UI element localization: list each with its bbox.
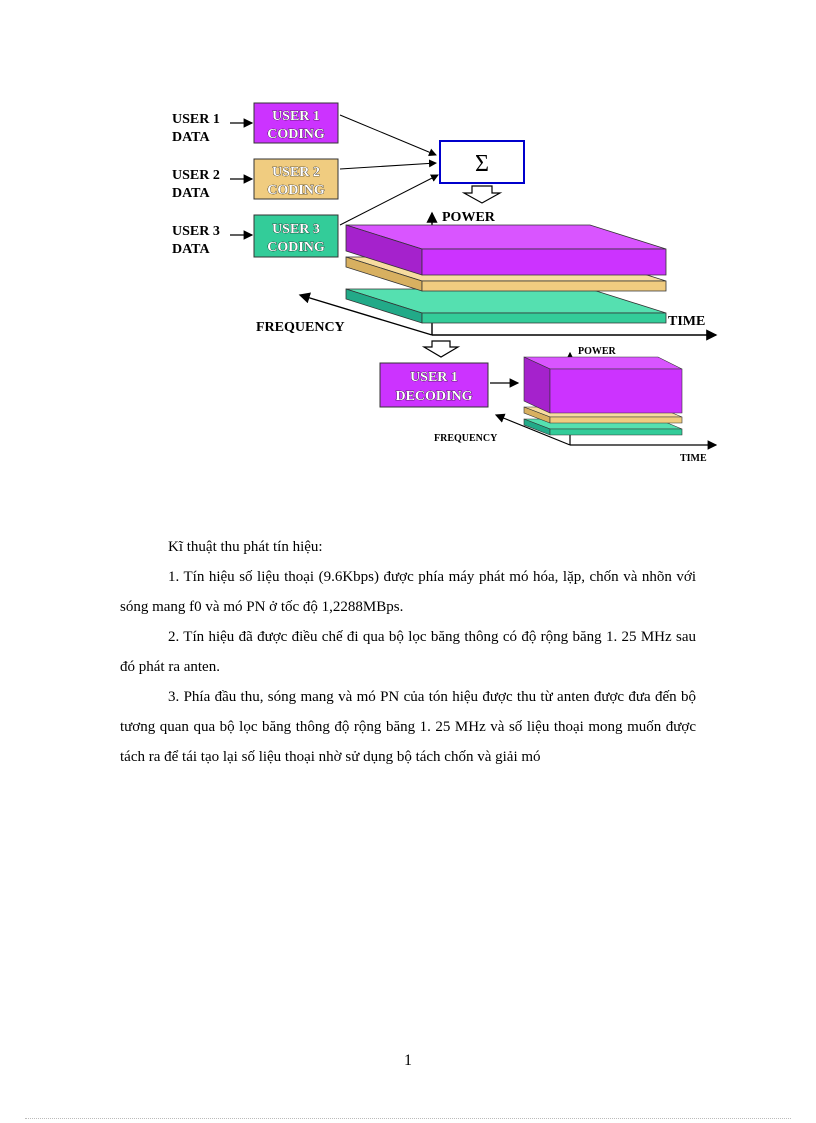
small-slab-user2-front [550,417,682,423]
power-label: POWER [442,210,496,225]
user3-coding-line2: CODING [267,240,325,255]
body-text: Kĩ thuật thu phát tín hiệu: 1. Tín hiệu … [120,532,696,772]
small-slab-user1-front [550,369,682,413]
user3-data-label-line2: DATA [172,242,210,257]
decoding-line2: DECODING [395,389,472,404]
small-power-label: POWER [578,346,617,357]
cdma-diagram-svg: USER 1 DATA USER 2 DATA USER 3 DATA USER… [160,95,730,470]
paragraph-3: 3. Phía đầu thu, sóng mang và mó PN của … [120,682,696,772]
user2-coding-line2: CODING [267,183,325,198]
time-label: TIME [668,314,705,329]
user3-data-label-line1: USER 3 [172,224,220,239]
paragraph-1: 1. Tín hiệu số liệu thoại (9.6Kbps) được… [120,562,696,622]
footer-divider [25,1118,791,1119]
small-slab-user3-front [550,429,682,435]
frequency-label: FREQUENCY [256,320,345,335]
user3-coding-line1: USER 3 [272,222,320,237]
small-time-label: TIME [680,453,707,464]
user2-data-label-line1: USER 2 [172,168,220,183]
slab-user2-front [422,281,666,291]
sum-symbol: Σ [475,151,489,177]
arrow-coding3-to-sum [340,175,438,225]
cdma-diagram: USER 1 DATA USER 2 DATA USER 3 DATA USER… [160,95,730,470]
small-slab-user1-top [524,357,682,369]
user1-data-label-line1: USER 1 [172,112,220,127]
user1-coding-line1: USER 1 [272,109,320,124]
slab-user1-front [422,249,666,275]
hollow-arrow-sum-down [464,186,500,203]
decoding-line1: USER 1 [410,370,458,385]
heading-line: Kĩ thuật thu phát tín hiệu: [120,532,696,562]
user1-data-label-line2: DATA [172,130,210,145]
user2-data-label-line2: DATA [172,186,210,201]
page-number: 1 [0,1052,816,1070]
paragraph-2: 2. Tín hiệu đã được điều chế đi qua bộ l… [120,622,696,682]
hollow-arrow-to-decoding [424,341,458,357]
arrow-coding2-to-sum [340,163,436,169]
user2-coding-line1: USER 2 [272,165,320,180]
user1-coding-line2: CODING [267,127,325,142]
small-frequency-label: FREQUENCY [434,433,498,444]
arrow-coding1-to-sum [340,115,436,155]
slab-user3-front [422,313,666,323]
